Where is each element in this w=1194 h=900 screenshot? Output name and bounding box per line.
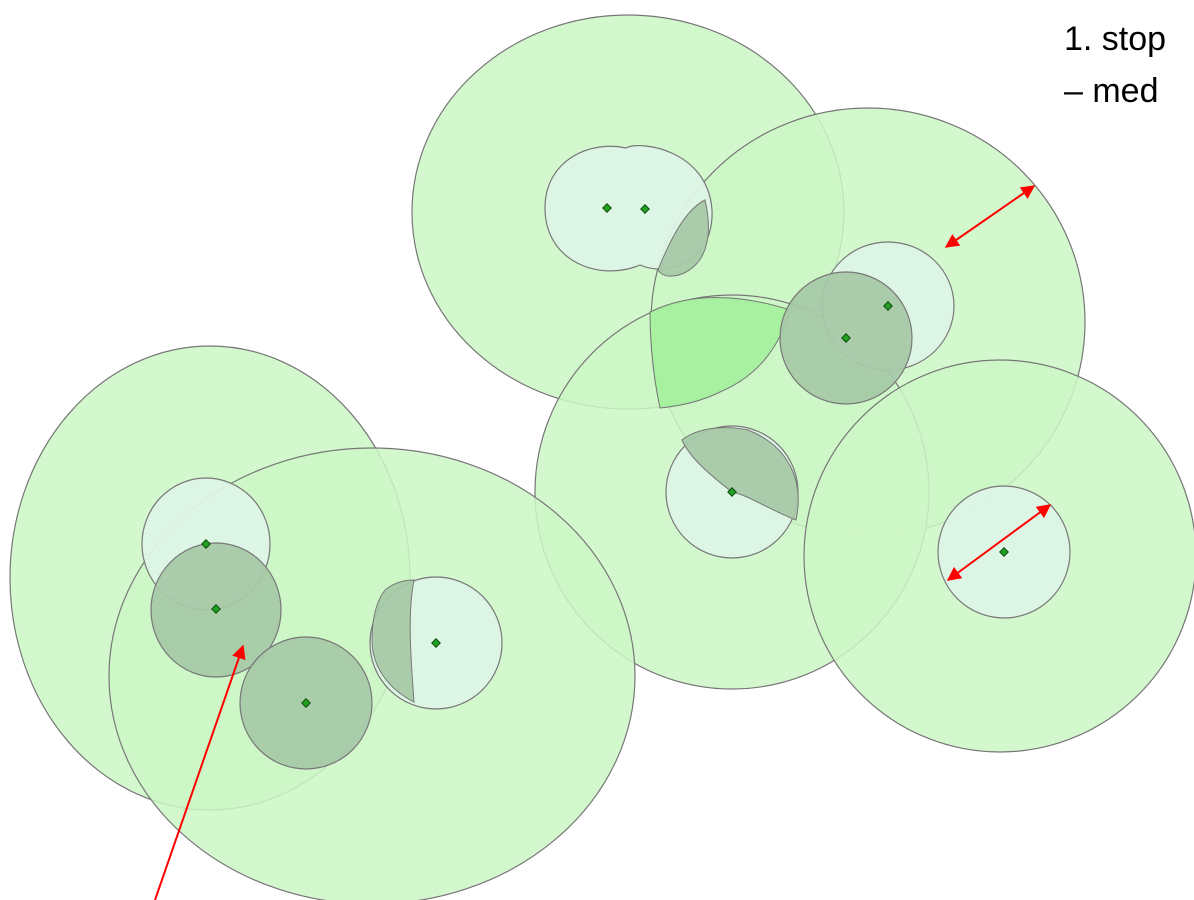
point-icon <box>602 203 612 213</box>
caption-line-1: 1. stop <box>1064 20 1167 58</box>
point-icon <box>841 333 851 343</box>
point-icon <box>640 204 650 214</box>
red-double-arrow-icon <box>946 504 1052 581</box>
point-icon <box>201 539 211 549</box>
point-icon <box>883 301 893 311</box>
point-icon <box>727 487 737 497</box>
red-double-arrow-icon <box>944 185 1036 248</box>
overlap-dark-left-right <box>371 579 415 703</box>
annotation-arrows <box>154 185 1052 900</box>
point-icon <box>301 698 311 708</box>
overlap-bright-zone <box>649 297 791 409</box>
inner-zone-top-pair <box>544 145 713 272</box>
overlap-dark-middle <box>681 427 799 521</box>
point-icon <box>211 604 221 614</box>
caption-line-2: – med <box>1064 72 1159 110</box>
red-pointer-arrow-icon <box>154 644 246 900</box>
overlap-dark-top <box>657 199 709 277</box>
point-icon <box>431 638 441 648</box>
